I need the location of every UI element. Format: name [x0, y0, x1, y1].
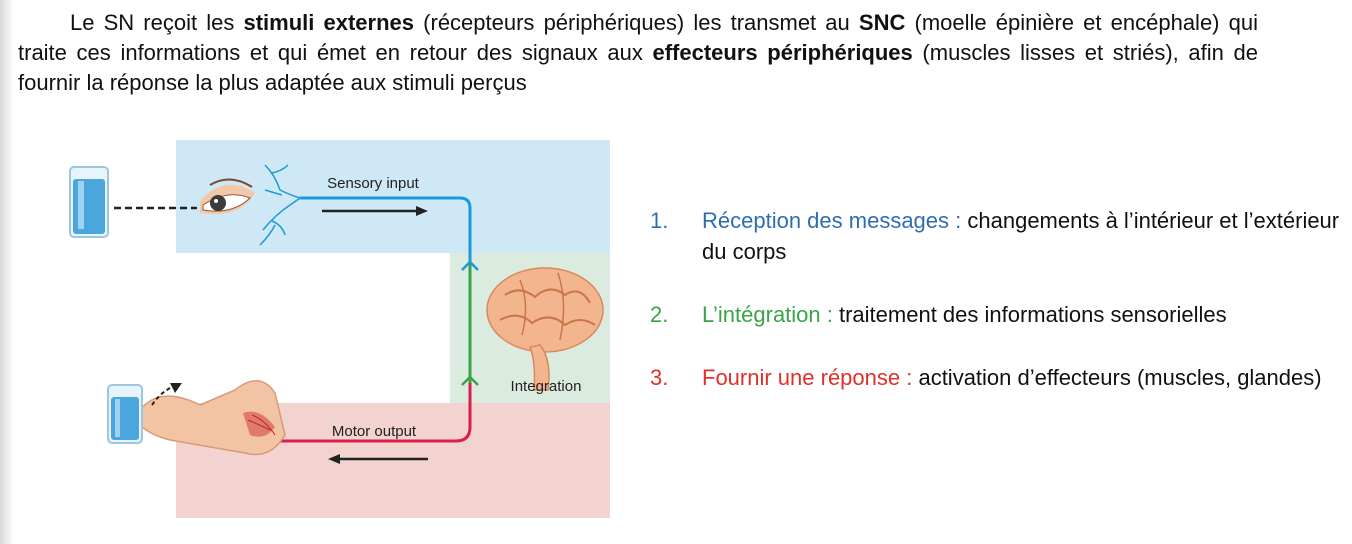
step-reception: 1. Réception des messages : changements …	[650, 205, 1340, 267]
lift-motion-arrowhead	[170, 383, 182, 393]
intro-bold-snc: SNC	[858, 10, 906, 35]
step-2-text: traitement des informations sensorielles	[832, 302, 1227, 327]
intro-text-3: (moelle épinière et encéphale) qui trait…	[18, 10, 1258, 65]
brain-icon	[486, 267, 604, 391]
step-2-number: 2.	[650, 302, 669, 327]
step-2-body: L’intégration : traitement des informati…	[702, 299, 1227, 330]
step-3-body: Fournir une réponse : activation d’effec…	[702, 362, 1322, 393]
motor-arrow	[328, 454, 428, 464]
arm-icon	[139, 380, 286, 456]
sensory-arrow	[322, 206, 428, 216]
motor-output-label: Motor output	[332, 423, 417, 440]
water-glass-icon	[69, 166, 109, 238]
step-2-title: L’intégration :	[702, 302, 833, 327]
sensory-nerve-endings	[259, 164, 301, 246]
intro-text-1: Le SN reçoit les	[70, 10, 244, 35]
step-1-body: Réception des messages : changements à l…	[702, 205, 1340, 267]
step-response: 3. Fournir une réponse : activation d’ef…	[650, 362, 1340, 393]
lift-motion-arrow	[151, 386, 173, 406]
step-1-number: 1.	[650, 208, 669, 233]
intro-text-4: (muscles lisses et striés), afin de four…	[18, 40, 1259, 95]
sensory-path	[300, 196, 472, 265]
intro-paragraph: Le SN reçoit les stimuli externes (récep…	[18, 8, 1258, 98]
sensory-junction-arrow	[461, 260, 479, 271]
intro-text-2: (récepteurs périphériques) les transmet …	[414, 10, 859, 35]
step-1-text: changements à l’intérieur et l’extérieur…	[702, 208, 1340, 264]
steps-list: 1. Réception des messages : changements …	[650, 205, 1340, 425]
step-3-number: 3.	[650, 365, 669, 390]
held-glass-icon	[107, 384, 143, 444]
integration-junction-arrow	[461, 375, 479, 386]
step-1-title: Réception des messages :	[702, 208, 962, 233]
page-edge-shadow	[0, 0, 14, 544]
step-integration: 2. L’intégration : traitement des inform…	[650, 299, 1340, 330]
motor-path	[280, 383, 472, 443]
diagram-svg: Sensory input Integration Motor output	[69, 140, 610, 518]
step-3-title: Fournir une réponse :	[702, 365, 913, 390]
nervous-system-diagram: Sensory input Integration Motor output	[60, 135, 620, 525]
eye-icon	[200, 178, 255, 215]
step-3-text: activation d’effecteurs (muscles, glande…	[912, 365, 1322, 390]
intro-bold-stimuli: stimuli externes	[243, 10, 415, 35]
sensory-input-label: Sensory input	[327, 175, 420, 192]
integration-label: Integration	[511, 378, 582, 395]
intro-bold-effecteurs: effecteurs périphériques	[652, 40, 913, 65]
